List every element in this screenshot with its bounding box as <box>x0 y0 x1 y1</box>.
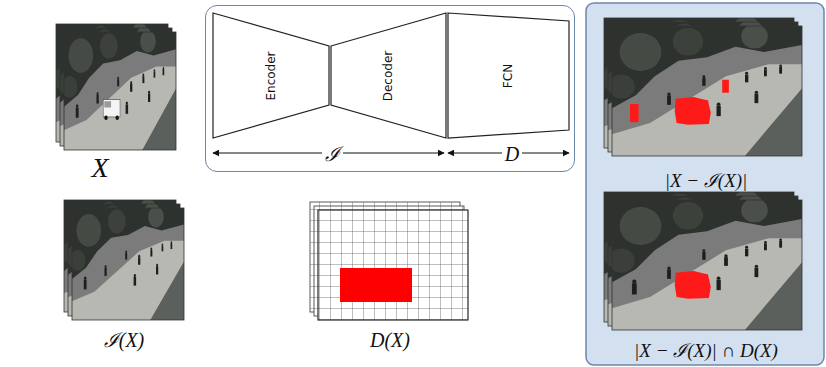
fcn-block: FCN <box>448 13 569 138</box>
detection-grids <box>310 202 468 320</box>
trapezoid-shape <box>213 13 329 138</box>
output-label: D(X) <box>370 330 410 350</box>
output-label: ℐ(X) <box>104 330 145 350</box>
trapezoid-shape <box>448 13 569 138</box>
formula-label: |X − ℐ(X)| ∩ D(X) <box>634 341 778 360</box>
result-panel-box: |X − ℐ(X)| |X − ℐ(X)| ∩ D(X) <box>586 3 824 365</box>
encoder-block: Encoder <box>213 13 329 138</box>
result-panel <box>586 3 824 365</box>
trapezoid-shape <box>331 13 446 138</box>
block-name: Encoder <box>265 51 277 100</box>
block-name: FCN <box>502 63 514 87</box>
input-frames <box>54 22 176 150</box>
span-label: ℐ <box>322 144 343 164</box>
block-name: Decoder <box>383 50 395 101</box>
network-box: ℐ D Encoder Decoder FCN <box>205 5 575 172</box>
input-label: X <box>91 154 108 182</box>
inpainted-frames <box>62 199 184 320</box>
decoder-block: Decoder <box>331 13 446 138</box>
formula-label: |X − ℐ(X)| <box>665 171 748 190</box>
span-label: D <box>502 144 522 164</box>
